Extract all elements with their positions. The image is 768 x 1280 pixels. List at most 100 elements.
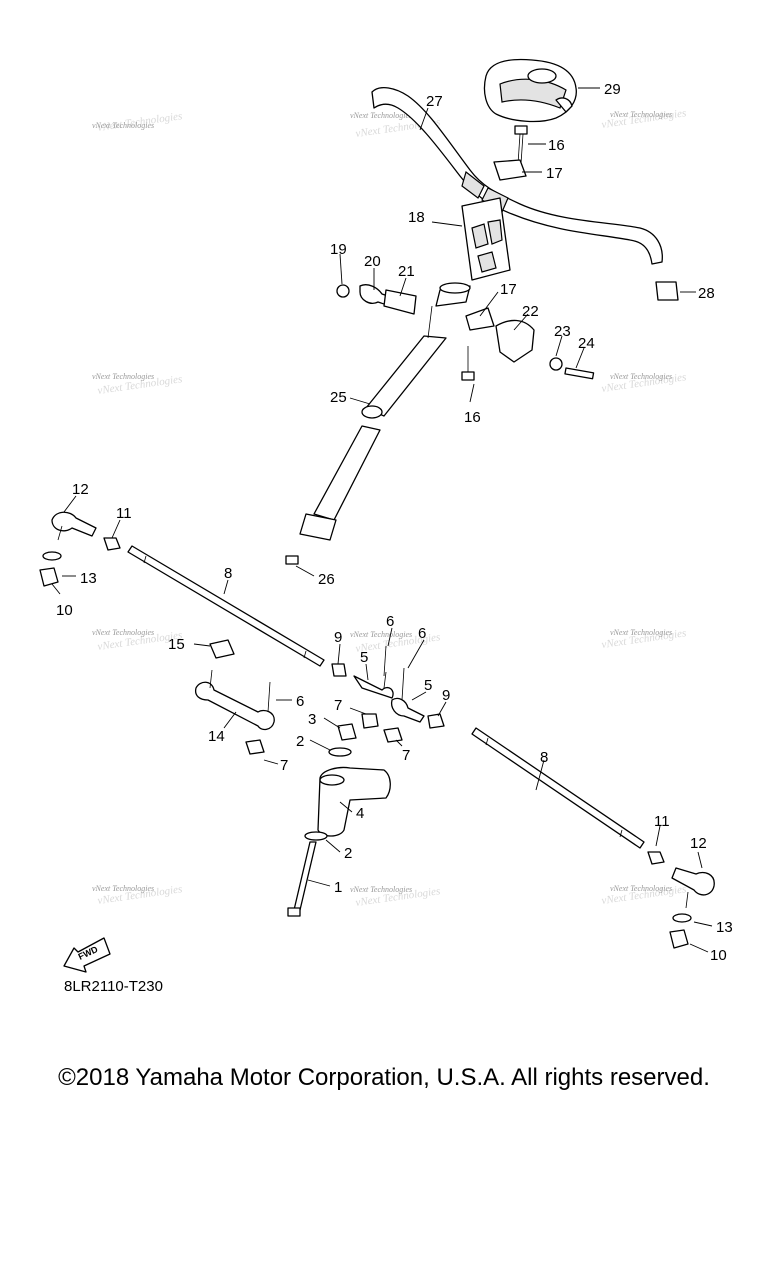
svg-text:vNext Technologies: vNext Technologies (610, 884, 672, 893)
steering-arm (317, 766, 391, 837)
ball-joint-center-right (390, 667, 425, 723)
fwd-arrow: FWD (63, 937, 111, 973)
svg-text:vNext Technologies: vNext Technologies (350, 111, 412, 120)
upper-washer (328, 747, 352, 757)
leader-lines (51, 87, 713, 953)
pitman-nut (209, 639, 235, 659)
callout-2-upper: 2 (296, 733, 304, 750)
svg-text:vNext Technologies: vNext Technologies (350, 630, 412, 639)
callout-20: 20 (364, 253, 381, 270)
callout-17-lower: 17 (500, 281, 517, 298)
callout-8-right: 8 (540, 749, 548, 766)
svg-text:vNext Technologies: vNext Technologies (610, 372, 672, 381)
jam-nut-left (103, 537, 121, 551)
callout-25: 25 (330, 389, 347, 406)
callout-6-top: 6 (386, 613, 394, 630)
callout-14: 14 (208, 728, 225, 745)
ball-joint-center-left (353, 671, 394, 699)
pitman-arm (194, 669, 275, 731)
callouts: 29 27 16 17 18 19 20 21 17 28 22 23 24 2… (56, 81, 733, 964)
nut-right (669, 929, 689, 949)
joint-bolt (564, 367, 595, 380)
column-bottom-bolt (285, 555, 299, 565)
center-collar (337, 723, 357, 741)
svg-text:vNext Technologies: vNext Technologies (92, 884, 154, 893)
tie-rod-end-right (671, 867, 715, 909)
callout-1: 1 (334, 879, 342, 896)
callout-22: 22 (522, 303, 539, 320)
callout-11-right: 11 (654, 813, 670, 830)
callout-19: 19 (330, 241, 347, 258)
upper-clamp-bolt (514, 125, 528, 165)
washer-left (42, 551, 62, 561)
callout-2-lower: 2 (344, 845, 352, 862)
callout-13-right: 13 (716, 919, 733, 936)
callout-5-left: 5 (360, 649, 368, 666)
callout-9-right: 9 (442, 687, 450, 704)
nut-center-left (361, 713, 379, 729)
callout-6-right: 6 (418, 625, 426, 642)
callout-10-left: 10 (56, 602, 73, 619)
bolt-pitman (267, 681, 271, 713)
handlebar-end-cap (655, 281, 679, 301)
bolt-center-left (383, 645, 387, 677)
joint-washer (549, 357, 563, 371)
handlebar-pad (483, 58, 577, 123)
callout-7-pitman: 7 (280, 757, 288, 774)
callout-3: 3 (308, 711, 316, 728)
callout-12-right: 12 (690, 835, 707, 852)
svg-text:vNext Technologies: vNext Technologies (92, 628, 154, 637)
svg-text:vNext Technologies: vNext Technologies (610, 110, 672, 119)
long-bolt (287, 841, 317, 917)
upper-holder (493, 159, 527, 181)
callout-18: 18 (408, 209, 425, 226)
lower-washer (304, 831, 328, 841)
svg-text:vNext Technologies: vNext Technologies (92, 372, 154, 381)
svg-text:vNext Technologies: vNext Technologies (92, 121, 154, 130)
joint-link (383, 289, 417, 315)
joint-nut (336, 284, 350, 298)
jam-nut-center-right (427, 713, 445, 729)
nut-left (39, 567, 59, 587)
tie-rod-right (471, 727, 645, 849)
washer-right (672, 913, 692, 923)
jam-nut-right (647, 851, 665, 865)
nut-center-right (383, 727, 403, 743)
callout-13-left: 13 (80, 570, 97, 587)
callout-23: 23 (554, 323, 571, 340)
lower-holder (465, 307, 495, 331)
callout-8-left: 8 (224, 565, 232, 582)
callout-26: 26 (318, 571, 335, 588)
callout-10-right: 10 (710, 947, 727, 964)
column-bracket (461, 197, 511, 281)
callout-11-left: 11 (116, 505, 132, 522)
callout-9-left: 9 (334, 629, 342, 646)
tie-rod-end-left (51, 511, 97, 541)
callout-17-upper: 17 (546, 165, 563, 182)
callout-24: 24 (578, 335, 595, 352)
diagram-code: 8LR2110-T230 (64, 978, 163, 995)
callout-7-right: 7 (402, 747, 410, 764)
joint-arm (495, 319, 535, 363)
callout-15: 15 (168, 636, 185, 653)
callout-16-lower: 16 (464, 409, 481, 426)
callout-5-right: 5 (424, 677, 432, 694)
callout-16-upper: 16 (548, 137, 565, 154)
callout-7-center: 7 (334, 697, 342, 714)
svg-text:vNext Technologies: vNext Technologies (610, 628, 672, 637)
callout-28: 28 (698, 285, 715, 302)
callout-4: 4 (356, 805, 364, 822)
steering-column (299, 282, 471, 541)
svg-text:vNext Technologies: vNext Technologies (350, 885, 412, 894)
callout-12-left: 12 (72, 481, 89, 498)
tie-rod-left (127, 545, 325, 667)
